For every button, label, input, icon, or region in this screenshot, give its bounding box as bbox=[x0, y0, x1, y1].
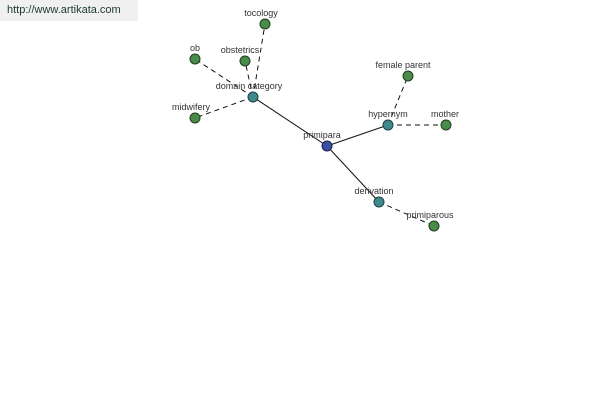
node-midwifery-dot[interactable] bbox=[189, 112, 201, 124]
edge-derivation-primiparous bbox=[378, 201, 435, 227]
node-derivation-label[interactable]: derivation bbox=[354, 186, 393, 196]
node-ob-label[interactable]: ob bbox=[190, 43, 200, 53]
node-mother-label[interactable]: mother bbox=[431, 109, 459, 119]
node-midwifery-label[interactable]: midwifery bbox=[172, 102, 211, 112]
node-female-parent-dot[interactable] bbox=[402, 70, 414, 82]
edge-domain-category-ob bbox=[194, 58, 254, 98]
node-female-parent[interactable]: female parent bbox=[375, 60, 431, 82]
site-url-banner[interactable]: http://www.artikata.com bbox=[0, 0, 138, 21]
edge-primipara-derivation bbox=[326, 145, 380, 203]
node-primiparous[interactable]: primiparous bbox=[406, 210, 454, 232]
edge-primipara-hypernym bbox=[326, 124, 389, 147]
node-mother-dot[interactable] bbox=[440, 119, 452, 131]
node-hypernym-dot[interactable] bbox=[382, 119, 394, 131]
edge-domain-category-obstetrics bbox=[244, 60, 254, 98]
node-obstetrics[interactable]: obstetrics bbox=[221, 45, 260, 67]
node-domain-category[interactable]: domain category bbox=[216, 81, 283, 103]
edge-domain-category-tocology bbox=[252, 23, 266, 98]
node-hypernym-label[interactable]: hypernym bbox=[368, 109, 408, 119]
node-domain-category-label[interactable]: domain category bbox=[216, 81, 283, 91]
node-midwifery[interactable]: midwifery bbox=[172, 102, 211, 124]
node-primiparous-label[interactable]: primiparous bbox=[406, 210, 454, 220]
edge-domain-category-midwifery bbox=[194, 96, 254, 119]
node-obstetrics-dot[interactable] bbox=[239, 55, 251, 67]
edge-primipara-domain-category bbox=[252, 96, 328, 147]
node-female-parent-label[interactable]: female parent bbox=[375, 60, 431, 70]
node-hypernym[interactable]: hypernym bbox=[368, 109, 408, 131]
node-primipara[interactable]: primipara bbox=[303, 130, 341, 152]
node-domain-category-dot[interactable] bbox=[247, 91, 259, 103]
node-tocology-label[interactable]: tocology bbox=[244, 8, 278, 18]
node-obstetrics-label[interactable]: obstetrics bbox=[221, 45, 260, 55]
node-primipara-label[interactable]: primipara bbox=[303, 130, 341, 140]
node-derivation[interactable]: derivation bbox=[354, 186, 394, 208]
node-mother[interactable]: mother bbox=[431, 109, 459, 131]
node-ob-dot[interactable] bbox=[189, 53, 201, 65]
node-tocology-dot[interactable] bbox=[259, 18, 271, 30]
node-ob[interactable]: ob bbox=[189, 43, 201, 65]
node-derivation-dot[interactable] bbox=[373, 196, 385, 208]
node-tocology[interactable]: tocology bbox=[244, 8, 278, 30]
node-primipara-dot[interactable] bbox=[321, 140, 333, 152]
node-primiparous-dot[interactable] bbox=[428, 220, 440, 232]
